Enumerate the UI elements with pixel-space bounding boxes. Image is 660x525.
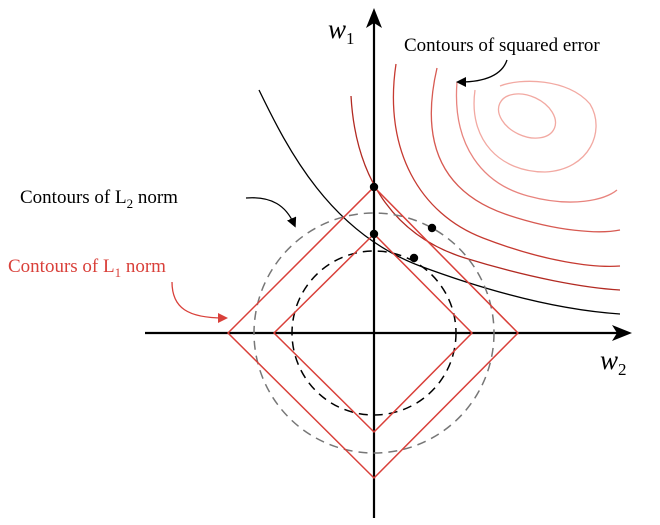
error-contour-2 [350,95,621,291]
error-contour-1 [258,89,621,315]
w2-axis-label: w2 [600,345,627,379]
point-l2-inner-tangent [409,253,419,263]
l2-contour-outer [253,212,495,454]
error-contour-7 [497,93,557,139]
l1-norm-contours [226,185,520,480]
l1-contour-inner [272,232,474,434]
l1-contour-outer [226,185,520,480]
w1-axis-arrowhead [366,8,382,28]
squared-error-arrow [456,59,508,87]
squared-error-contours [258,63,621,315]
error-contour-6 [473,80,597,173]
l2-norm-contours [253,212,495,454]
label-squared-error: Contours of squared error [404,35,600,56]
l2-contour-inner [291,250,457,416]
point-l1-inner-vertex [369,229,379,239]
error-contour-5 [455,81,618,203]
point-l1-outer-vertex [369,182,379,192]
label-l1-norm: Contours of L1 norm [8,256,166,280]
tangency-points [369,182,437,263]
l2-norm-arrow [245,197,297,228]
point-l2-outer-tangent [427,223,437,233]
l1-norm-arrow [171,281,228,323]
error-contour-3 [392,63,621,267]
label-l2-norm: Contours of L2 norm [20,187,178,211]
error-contour-4 [430,67,621,233]
w1-axis-label: w1 [328,14,355,48]
w2-axis-arrowhead [612,325,632,341]
